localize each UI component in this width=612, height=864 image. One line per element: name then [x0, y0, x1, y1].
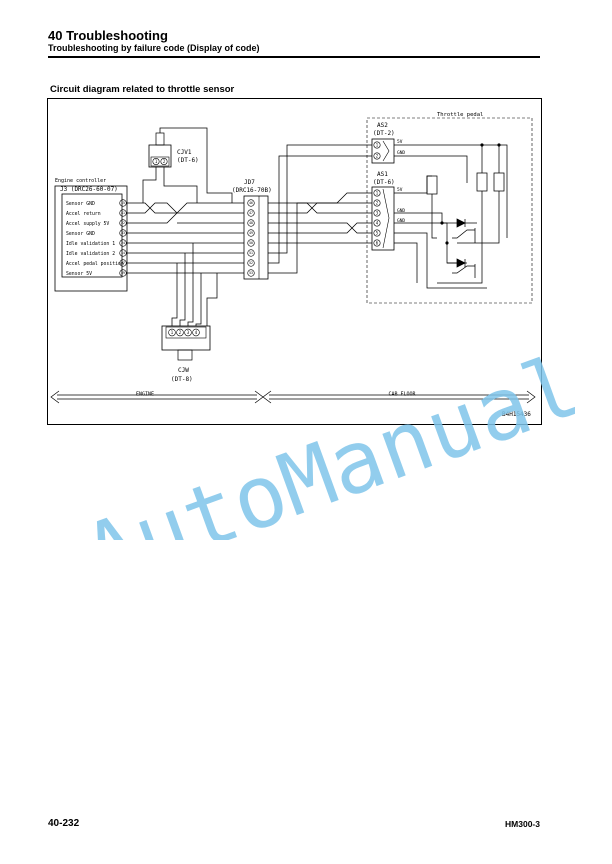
as2-signal: 5V: [397, 139, 403, 145]
as1-pin-number: 4: [376, 221, 379, 226]
j3-pin-number: 24: [121, 241, 125, 245]
as1-connector: 1 2 3 4 5 6: [371, 186, 395, 251]
j3-pin-number: 59: [121, 271, 125, 275]
j3-pin-number: 33: [121, 231, 125, 235]
j3-pin-label: Idle validation 2: [66, 251, 115, 257]
jd7-name: JD7: [244, 179, 255, 186]
as1-signal: GND: [397, 218, 405, 224]
jd7-pin-number: 51: [249, 251, 253, 255]
cjv1-name: CJV1: [177, 149, 192, 156]
engine-region-arrow: [50, 390, 264, 404]
as1-pin-number: 5: [376, 231, 379, 236]
jd7-pin-number: 48: [249, 221, 253, 225]
diagram-frame: [47, 98, 542, 425]
cjv1-connector: 1 2: [148, 132, 172, 168]
cjw-pin-number: 3: [187, 330, 190, 335]
j3-pin-label: Sensor 5V: [66, 271, 92, 277]
j3-pin-number: 15: [121, 201, 125, 205]
wiring-harness: [126, 127, 508, 326]
j3-pin-label: Accel supply 5V: [66, 221, 109, 227]
engine-controller-label: Engine controller: [55, 178, 106, 184]
as1-pin-number: 6: [376, 241, 379, 246]
j3-pin-label: Sensor GND: [66, 201, 95, 207]
chapter-subtitle: Troubleshooting by failure code (Display…: [48, 43, 260, 53]
engine-controller-box: [54, 185, 128, 292]
j3-name: J3 (DRC26-60-07): [60, 186, 118, 193]
as1-pin-number: 2: [376, 201, 379, 206]
j3-pin-number: 57: [121, 261, 125, 265]
j3-pin-label: Idle validation 1: [66, 241, 115, 247]
cjv1-pin-number: 2: [163, 159, 166, 164]
jd7-pin-number: 53: [249, 271, 253, 275]
as2-name: AS2: [377, 122, 388, 129]
as2-signal: GND: [397, 150, 405, 156]
cjw-pin-number: 4: [195, 330, 198, 335]
cjw-name: CJW: [178, 367, 189, 374]
cjw-pin-number: 1: [171, 330, 174, 335]
j3-pin-number: 14: [121, 251, 125, 255]
cab-floor-label: CAB FLOOR: [388, 392, 416, 398]
jd7-pin-number: 49: [249, 231, 253, 235]
jd7-pin-number: 47: [249, 211, 253, 215]
chapter-title: 40 Troubleshooting: [48, 28, 168, 43]
j3-pin-number: 22: [121, 221, 125, 225]
jd7-pin-number: 50: [249, 241, 253, 245]
section-title: Circuit diagram related to throttle sens…: [50, 84, 235, 95]
jd7-connector: 46 47 48 49 50 51 52 53: [243, 195, 269, 280]
as1-pin-number: 3: [376, 211, 379, 216]
cjw-connector: 1 2 3 4: [161, 325, 211, 361]
as1-type: (DT-6): [373, 179, 395, 186]
as1-pin-number: 1: [376, 191, 379, 196]
j3-connector: [61, 193, 123, 278]
as1-name: AS1: [377, 171, 388, 178]
jd7-pin-number: 46: [249, 201, 253, 205]
cab-floor-region-arrow: [262, 390, 536, 404]
throttle-pedal-label: Throttle pedal: [437, 112, 483, 118]
circuit-diagram: Throttle pedal Engine controller J3 (DRC…: [47, 98, 542, 425]
j3-pin-number: 41: [121, 211, 125, 215]
j3-pin-list: Sensor GND Accel return Accel supply 5V …: [66, 199, 127, 277]
as1-signal: GND: [397, 208, 405, 214]
j3-pin-label: Sensor GND: [66, 231, 95, 237]
cjw-type: (DT-8): [171, 376, 193, 383]
figure-code: B4H15436: [502, 411, 531, 418]
page-number: 40-232: [48, 818, 80, 829]
as2-pin-number: 1: [376, 143, 379, 148]
as2-pin-number: 2: [376, 154, 379, 159]
throttle-pedal-enclosure: [366, 117, 533, 304]
as1-signal: 5V: [397, 187, 403, 193]
cjv1-pin-number: 1: [155, 159, 158, 164]
j3-pin-label: Accel return: [66, 211, 101, 217]
cjw-pin-number: 2: [179, 330, 182, 335]
header-divider: [48, 56, 540, 58]
engine-label: ENGINE: [136, 392, 154, 398]
model-code: HM300-3: [505, 819, 540, 829]
cjv1-type: (DT-6): [177, 157, 199, 164]
jd7-pin-number: 52: [249, 261, 253, 265]
as2-type: (DT-2): [373, 130, 395, 137]
j3-pin-label: Accel pedal position: [66, 261, 124, 267]
as2-connector: 1 2: [371, 138, 395, 164]
jd7-type: (DRC16-70B): [232, 187, 272, 194]
